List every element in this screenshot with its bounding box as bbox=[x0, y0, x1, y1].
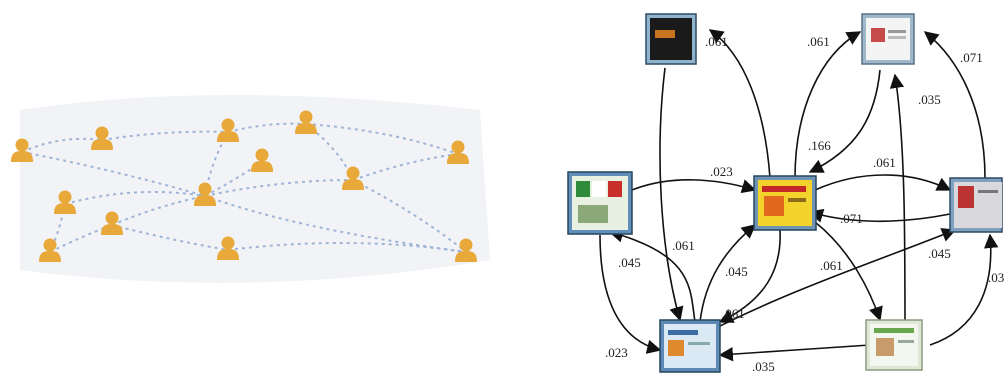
page-thumbnail-detail bbox=[576, 181, 590, 197]
page-center bbox=[753, 175, 817, 231]
edge-label: .035 bbox=[752, 359, 775, 374]
page-thumbnail-detail bbox=[592, 181, 606, 197]
social-link bbox=[64, 191, 206, 205]
social-link bbox=[111, 195, 206, 226]
social-link bbox=[352, 179, 467, 253]
page-thumbnail-detail bbox=[871, 28, 885, 42]
edge-bottomright-to-topright bbox=[889, 73, 906, 339]
page-thumbnail-detail bbox=[578, 205, 608, 223]
edge-center-to-topright bbox=[794, 31, 862, 179]
edge-label: .061 bbox=[873, 155, 896, 170]
page-thumbnail-detail bbox=[958, 186, 974, 208]
edge-label: .166 bbox=[808, 138, 831, 153]
edge-center-to-bottomleft bbox=[718, 229, 781, 323]
edge-label: .03 bbox=[988, 270, 1004, 285]
page-top-right bbox=[861, 13, 915, 65]
edge-label: .035 bbox=[918, 92, 941, 107]
web-graph: .061 .061 .071 .035 .166 .023 .061 .071 … bbox=[567, 13, 1004, 374]
page-thumbnail-detail bbox=[655, 30, 675, 38]
edge-bottomright-to-bottomleft bbox=[718, 344, 871, 362]
edge-bottomleft-to-center bbox=[699, 224, 757, 323]
social-link bbox=[21, 137, 103, 153]
edge-label: .071 bbox=[960, 50, 983, 65]
page-thumbnail-detail bbox=[668, 340, 684, 356]
edge-label: .045 bbox=[725, 264, 748, 279]
page-bottom-right bbox=[865, 319, 923, 371]
page-thumbnail-detail bbox=[888, 30, 906, 33]
edge-topleft-to-bottomleft bbox=[659, 67, 684, 322]
edge-label: .061 bbox=[722, 306, 745, 321]
social-link bbox=[111, 224, 229, 251]
page-thumbnail-detail bbox=[898, 340, 914, 343]
web-edges bbox=[599, 29, 999, 362]
page-thumbnail-detail bbox=[876, 338, 894, 356]
page-thumbnail-detail bbox=[608, 181, 622, 197]
edge-label: .023 bbox=[605, 345, 628, 360]
page-thumbnail-detail bbox=[788, 198, 806, 202]
edge-left-to-center bbox=[631, 179, 757, 194]
page-thumbnail-detail bbox=[762, 186, 806, 192]
edge-label: .071 bbox=[840, 211, 863, 226]
page-thumbnail-detail bbox=[888, 36, 906, 39]
page-thumbnail-detail bbox=[978, 190, 998, 193]
edge-labels: .061 .061 .071 .035 .166 .023 .061 .071 … bbox=[605, 34, 1004, 374]
social-link bbox=[227, 122, 307, 133]
page-bottom-left bbox=[659, 319, 721, 373]
page-thumbnail-detail bbox=[668, 330, 698, 335]
edge-right-to-center bbox=[808, 208, 951, 223]
edge-label: .061 bbox=[672, 238, 695, 253]
edge-label: .061 bbox=[807, 34, 830, 49]
social-link bbox=[352, 153, 459, 181]
edge-left-to-bottomleft bbox=[599, 234, 662, 354]
social-link bbox=[101, 130, 229, 141]
social-links bbox=[21, 122, 467, 253]
social-link bbox=[49, 224, 113, 253]
page-thumbnail-detail bbox=[688, 342, 710, 345]
edge-center-to-right bbox=[814, 174, 952, 191]
social-link bbox=[21, 151, 206, 197]
social-network bbox=[11, 95, 490, 283]
edge-label: .061 bbox=[820, 258, 843, 273]
page-thumbnail-detail bbox=[874, 328, 914, 333]
edge-bottomleft-to-right bbox=[711, 228, 957, 331]
dark-page-thumbnail bbox=[650, 18, 692, 60]
edge-label: .045 bbox=[928, 246, 951, 261]
social-link bbox=[204, 195, 467, 253]
edge-center-to-topleft bbox=[708, 29, 771, 179]
edge-right-to-topright bbox=[923, 31, 986, 179]
page-top-left bbox=[645, 13, 697, 65]
social-link bbox=[204, 131, 229, 197]
page-right bbox=[949, 177, 1003, 233]
edge-center-to-bottomright bbox=[814, 221, 883, 322]
edge-label: .023 bbox=[710, 164, 733, 179]
world-map-background bbox=[20, 95, 490, 283]
edge-bottomright-to-right bbox=[929, 233, 999, 346]
page-thumbnail-detail bbox=[764, 196, 784, 216]
page-left bbox=[567, 171, 633, 235]
edge-bottomleft-to-left bbox=[608, 228, 696, 323]
social-link bbox=[227, 242, 467, 253]
edge-topright-to-center bbox=[808, 69, 881, 173]
edge-label: .061 bbox=[705, 34, 728, 49]
edge-label: .045 bbox=[618, 255, 641, 270]
